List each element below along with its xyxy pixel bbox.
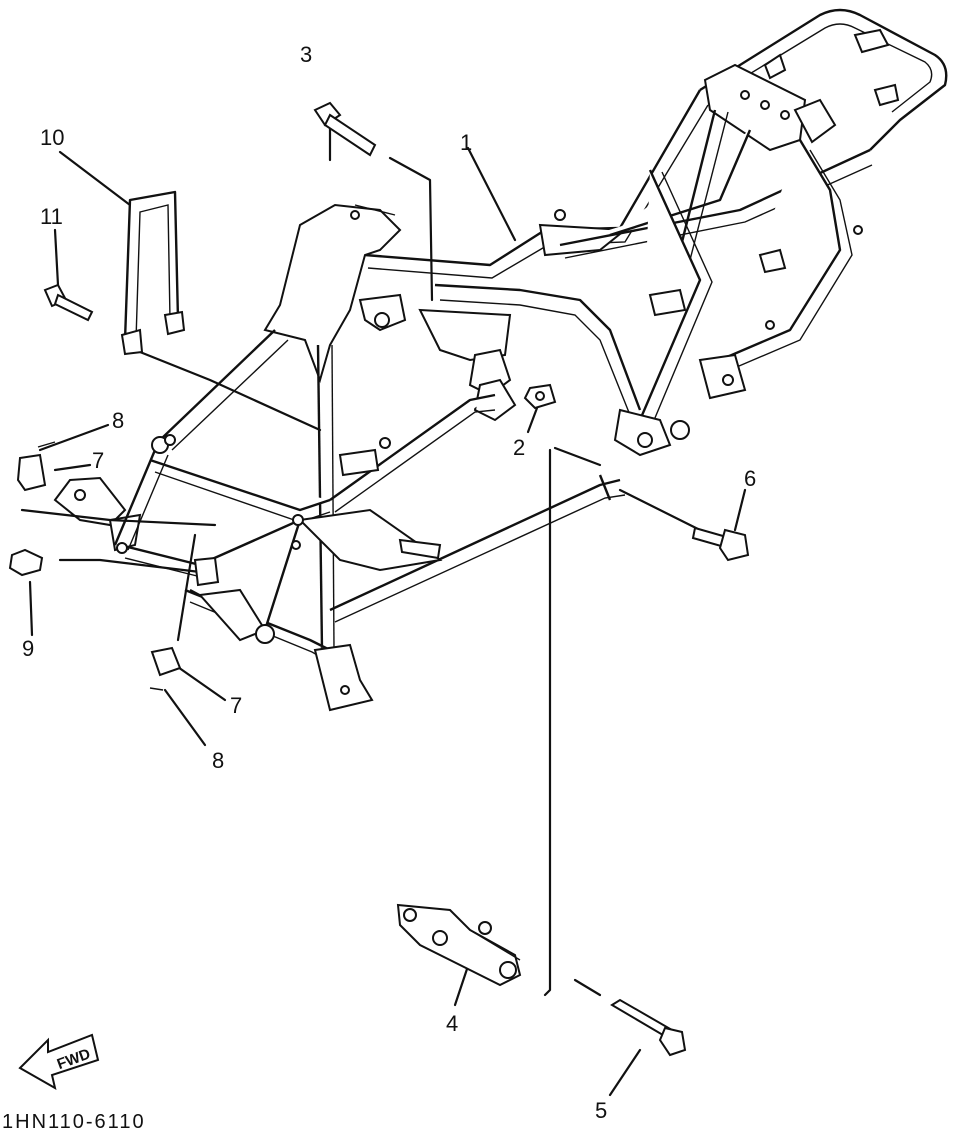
callout-1: 1 [460, 130, 472, 155]
drawing-code: 1HN110-6110 [2, 1111, 146, 1131]
callout-5: 5 [595, 1098, 607, 1123]
part-6-bolt [691, 526, 750, 562]
part-8-pin-lower [149, 687, 164, 691]
main-frame [53, 8, 948, 712]
callout-10: 10 [40, 125, 64, 150]
callout-8-lower: 8 [212, 748, 224, 773]
callout-7-upper: 7 [92, 448, 104, 473]
callout-4: 4 [446, 1011, 458, 1036]
callout-11: 11 [40, 204, 63, 229]
callouts: 3 1 10 11 8 7 2 6 9 7 8 4 5 [22, 42, 756, 1123]
leader-lines [20, 113, 747, 1097]
part-11-bolt [43, 283, 94, 322]
part-4-bracket [396, 903, 522, 987]
callout-2: 2 [513, 435, 525, 460]
callout-6: 6 [744, 466, 756, 491]
callout-7-lower: 7 [230, 693, 242, 718]
fwd-arrow-icon: FWD [18, 1033, 100, 1091]
part-7-bushing-upper [16, 453, 47, 492]
part-5-bolt [610, 998, 687, 1057]
part-2-nut [523, 383, 557, 410]
part-8-pin-upper [37, 441, 56, 448]
part-9-fitting [8, 548, 44, 577]
callout-9: 9 [22, 636, 34, 661]
part-10-bracket [120, 190, 186, 356]
callout-3: 3 [300, 42, 312, 67]
callout-8-upper: 8 [112, 408, 124, 433]
part-7-bushing-lower [150, 556, 220, 677]
part-3-bolt [313, 101, 377, 157]
